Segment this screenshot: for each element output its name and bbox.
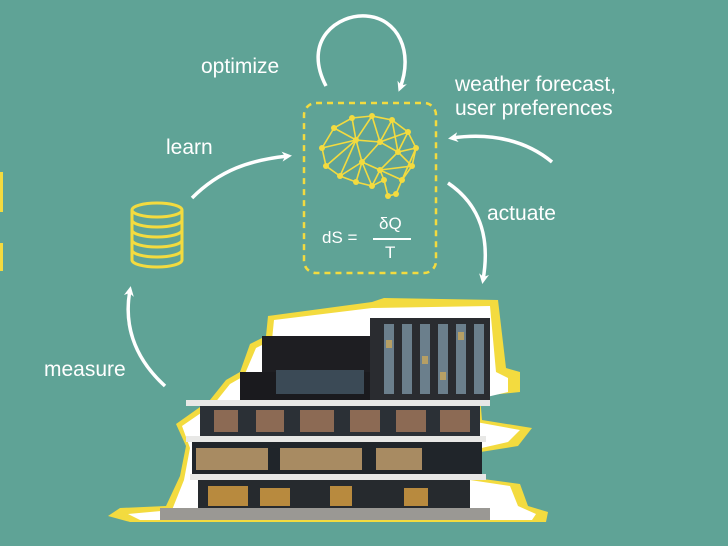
formula-numerator: δQ <box>379 214 402 233</box>
weather-preferences-label: weather forecast, user preferences <box>455 73 616 121</box>
optimize-label: optimize <box>201 55 280 78</box>
entropy-formula: dS = δQ T <box>322 212 414 262</box>
building-photo <box>108 298 548 522</box>
formula-denominator: T <box>385 243 396 262</box>
formula-fraction-bar <box>373 238 411 240</box>
weather-label-line-2: user preferences <box>455 97 613 120</box>
brain-network-nodes <box>319 113 419 199</box>
weather-label-line-1: weather forecast, <box>455 73 617 96</box>
optimize-loop-arrow <box>316 14 407 92</box>
edge-accent-bottom <box>0 243 3 271</box>
edge-accent-top <box>0 172 3 212</box>
learn-arrow <box>190 151 292 200</box>
formula-lhs: dS = <box>322 228 358 247</box>
actuate-label: actuate <box>487 202 556 225</box>
weather-input-arrow <box>448 132 554 164</box>
controller-box <box>302 101 438 275</box>
measure-arrow <box>123 286 167 388</box>
database-icon <box>130 201 184 269</box>
learn-label: learn <box>166 136 213 159</box>
measure-label: measure <box>44 358 126 381</box>
actuate-arrow <box>447 181 489 284</box>
